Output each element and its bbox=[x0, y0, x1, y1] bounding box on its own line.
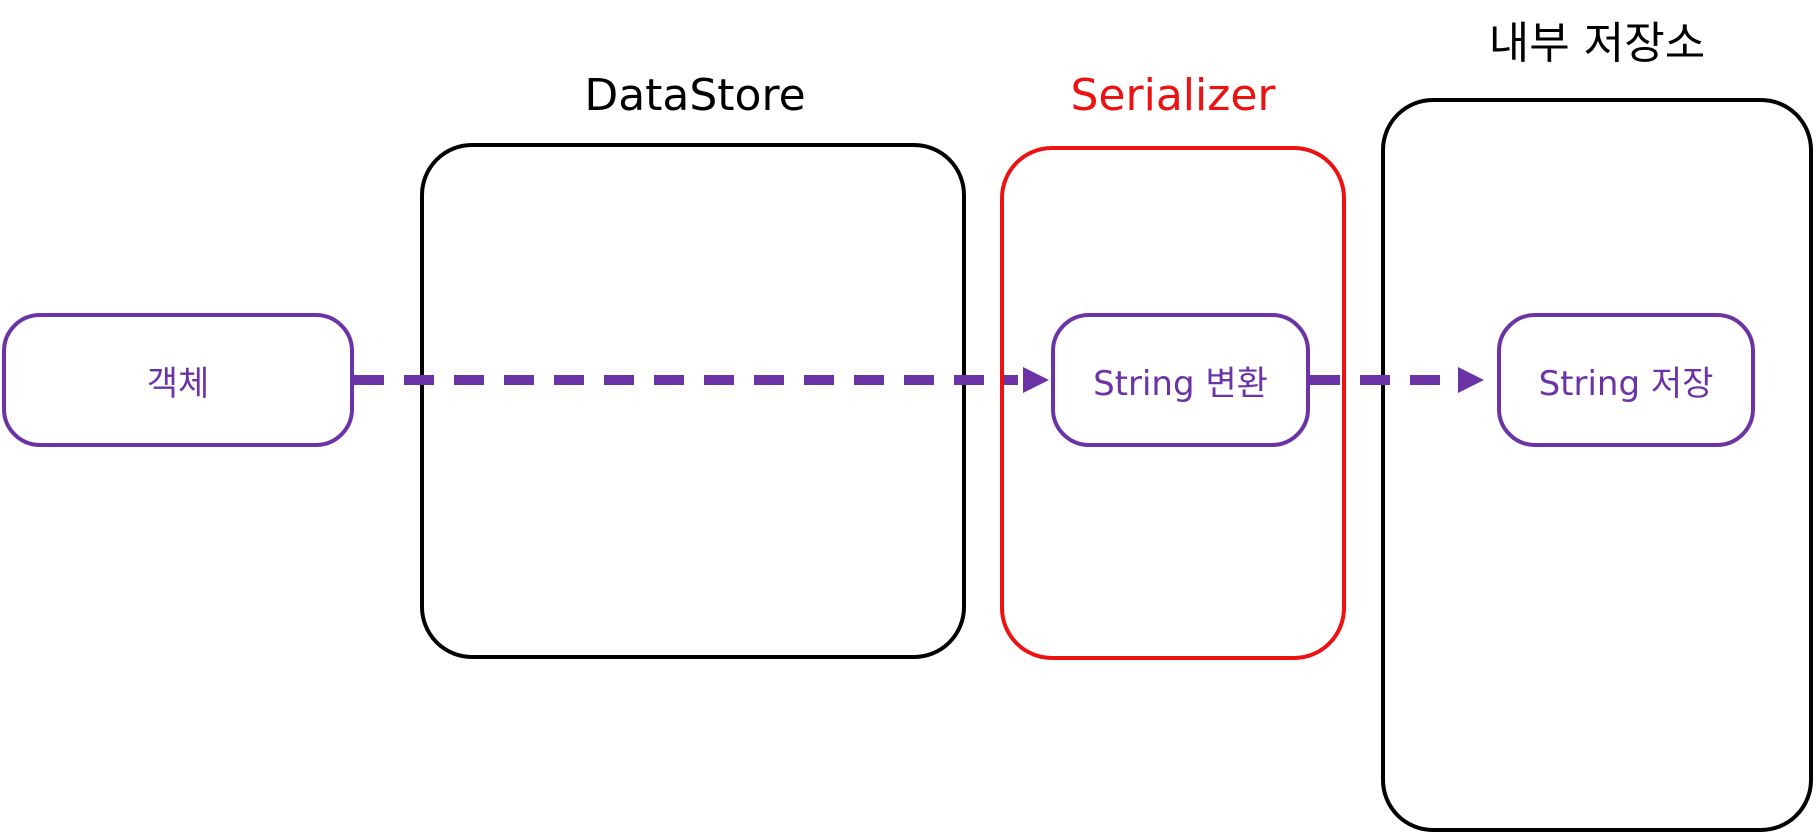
internal-storage-title: 내부 저장소 bbox=[1488, 18, 1706, 69]
string-store-node: String 저장 bbox=[1497, 313, 1755, 447]
string-convert-node: String 변환 bbox=[1051, 313, 1310, 447]
edge-string-convert-to-string-store-arrowhead bbox=[1458, 367, 1484, 393]
object-node-label: 객체 bbox=[146, 363, 210, 404]
datastore-title: DataStore bbox=[584, 70, 806, 121]
internal-storage-group-box bbox=[1381, 98, 1813, 832]
serializer-group-box bbox=[1000, 146, 1346, 660]
object-node: 객체 bbox=[2, 313, 354, 447]
edge-object-to-string-convert-arrowhead bbox=[1023, 367, 1049, 393]
string-convert-node-label: String 변환 bbox=[1093, 363, 1268, 404]
datastore-group-box bbox=[420, 143, 966, 659]
serializer-title: Serializer bbox=[1070, 70, 1276, 121]
string-store-node-label: String 저장 bbox=[1538, 363, 1714, 404]
